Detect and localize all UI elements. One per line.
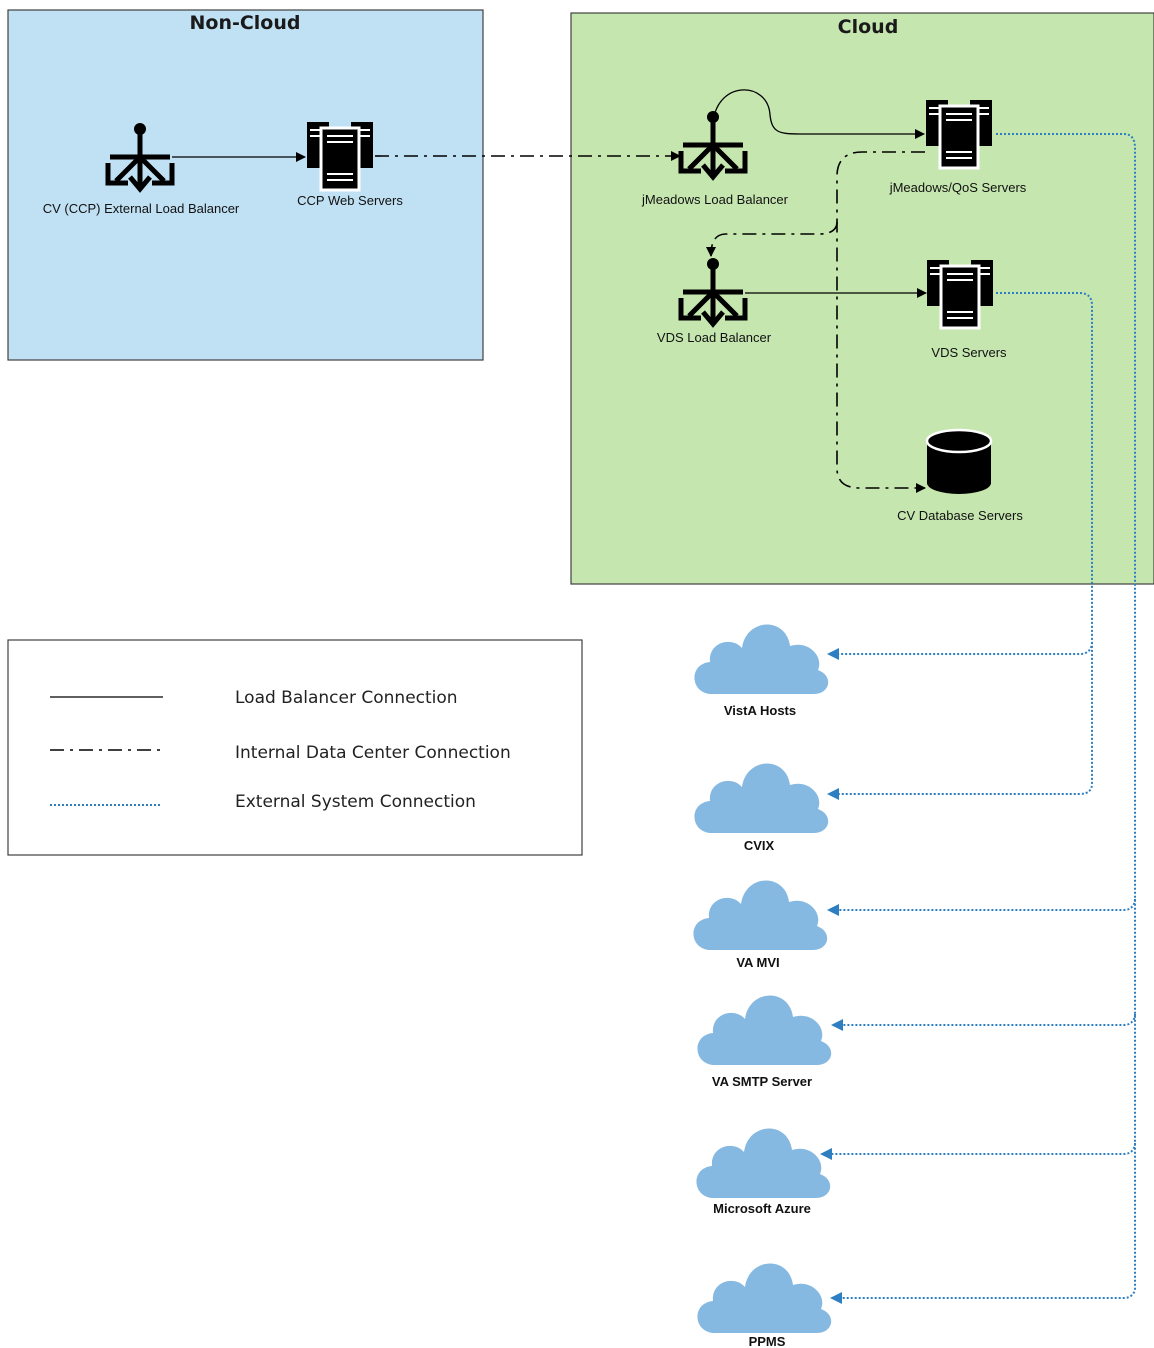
cloud-icon — [694, 763, 829, 833]
non-cloud-zone: Non-Cloud — [7, 9, 484, 361]
cv-ccp-external-load-balancer: CV (CCP) External Load Balancer — [43, 123, 240, 216]
cloud-icon — [693, 880, 828, 950]
jmeadows-qos-servers: jMeadows/QoS Servers — [889, 98, 1027, 195]
external-connections — [820, 133, 1136, 1304]
legend: Load Balancer Connection Internal Data C… — [7, 639, 583, 856]
cv-database-servers: CV Database Servers — [897, 428, 1023, 523]
connector-vds-to-cvix — [827, 292, 1093, 800]
load-balancer-connections — [172, 89, 927, 298]
node-label: VDS Load Balancer — [657, 330, 772, 345]
legend-box — [7, 639, 583, 856]
node-label: jMeadows Load Balancer — [641, 192, 789, 207]
node-label: jMeadows/QoS Servers — [889, 180, 1027, 195]
external-system-vista-hosts: VistA Hosts — [694, 624, 829, 718]
vds-servers: VDS Servers — [925, 258, 1007, 360]
node-label: CV Database Servers — [897, 508, 1023, 523]
connector-to-va-smtp — [831, 1013, 1136, 1031]
cloud-zone: Cloud — [570, 12, 1154, 585]
legend-label: Internal Data Center Connection — [235, 743, 511, 763]
cloud-icon — [697, 995, 832, 1065]
external-system-va-mvi: VA MVI — [693, 880, 828, 970]
legend-item-internal: Internal Data Center Connection — [50, 743, 511, 763]
legend-item-external: External System Connection — [50, 792, 476, 812]
cloud-label: CVIX — [744, 838, 775, 853]
connector-to-azure — [820, 1142, 1136, 1160]
external-system-ppms: PPMS — [697, 1263, 832, 1348]
node-label: CV (CCP) External Load Balancer — [43, 201, 240, 216]
non-cloud-title: Non-Cloud — [189, 12, 300, 34]
ccp-web-servers: CCP Web Servers — [297, 120, 403, 208]
cloud-icon — [696, 1128, 831, 1198]
legend-label: Load Balancer Connection — [235, 688, 458, 708]
legend-item-load-balancer: Load Balancer Connection — [50, 688, 458, 708]
connector-to-va-mvi — [827, 898, 1136, 916]
cloud-label: VA MVI — [736, 955, 779, 970]
internal-connections — [375, 151, 926, 493]
connector-vds-to-vista — [827, 641, 1093, 660]
legend-label: External System Connection — [235, 792, 476, 812]
external-system-microsoft-azure: Microsoft Azure — [696, 1128, 831, 1216]
external-system-cvix: CVIX — [694, 763, 829, 853]
vds-load-balancer: VDS Load Balancer — [657, 258, 772, 345]
connector-jmeadows-lb-to-servers — [712, 89, 925, 139]
cloud-label: Microsoft Azure — [713, 1201, 811, 1216]
cloud-title: Cloud — [838, 16, 899, 38]
cloud-label: PPMS — [749, 1334, 786, 1348]
cloud-label: VA SMTP Server — [712, 1074, 812, 1089]
cloud-label: VistA Hosts — [724, 703, 796, 718]
connector-jmeadows-to-vds-lb — [706, 221, 838, 257]
node-label: CCP Web Servers — [297, 193, 403, 208]
jmeadows-load-balancer: jMeadows Load Balancer — [641, 111, 789, 207]
cloud-icon — [694, 624, 829, 694]
database-icon — [925, 428, 993, 494]
connector-jmeadows-to-ppms — [830, 133, 1136, 1304]
external-system-va-smtp-server: VA SMTP Server — [697, 995, 832, 1089]
node-label: VDS Servers — [931, 345, 1007, 360]
cloud-icon — [697, 1263, 832, 1333]
